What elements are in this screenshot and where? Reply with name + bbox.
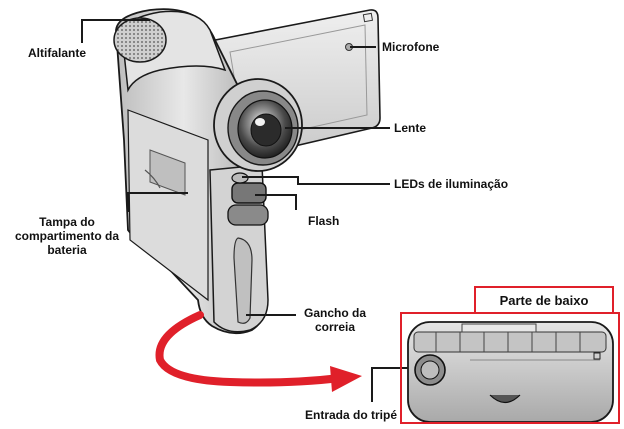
label-microphone: Microfone bbox=[382, 40, 440, 54]
red-arrow bbox=[155, 311, 362, 392]
bottom-view-title: Parte de baixo bbox=[499, 293, 589, 308]
bottom-view bbox=[407, 321, 614, 423]
speaker-grille bbox=[113, 17, 167, 63]
label-battery-cover: Tampa do compartimento da bateria bbox=[14, 215, 119, 257]
flash-window bbox=[231, 182, 267, 204]
label-strap-hook: Gancho da correia bbox=[303, 306, 366, 334]
label-tripod: Entrada do tripé bbox=[305, 408, 398, 422]
label-leds: LEDs de iluminação bbox=[394, 177, 509, 191]
label-lens: Lente bbox=[394, 121, 427, 135]
label-flash: Flash bbox=[308, 214, 340, 228]
callout-lines bbox=[81, 19, 463, 424]
lens-assembly bbox=[213, 78, 303, 172]
label-speaker: Altifalante bbox=[28, 46, 87, 60]
bottom-view-frame bbox=[400, 312, 620, 424]
bottom-view-header: Parte de baixo bbox=[474, 286, 614, 314]
